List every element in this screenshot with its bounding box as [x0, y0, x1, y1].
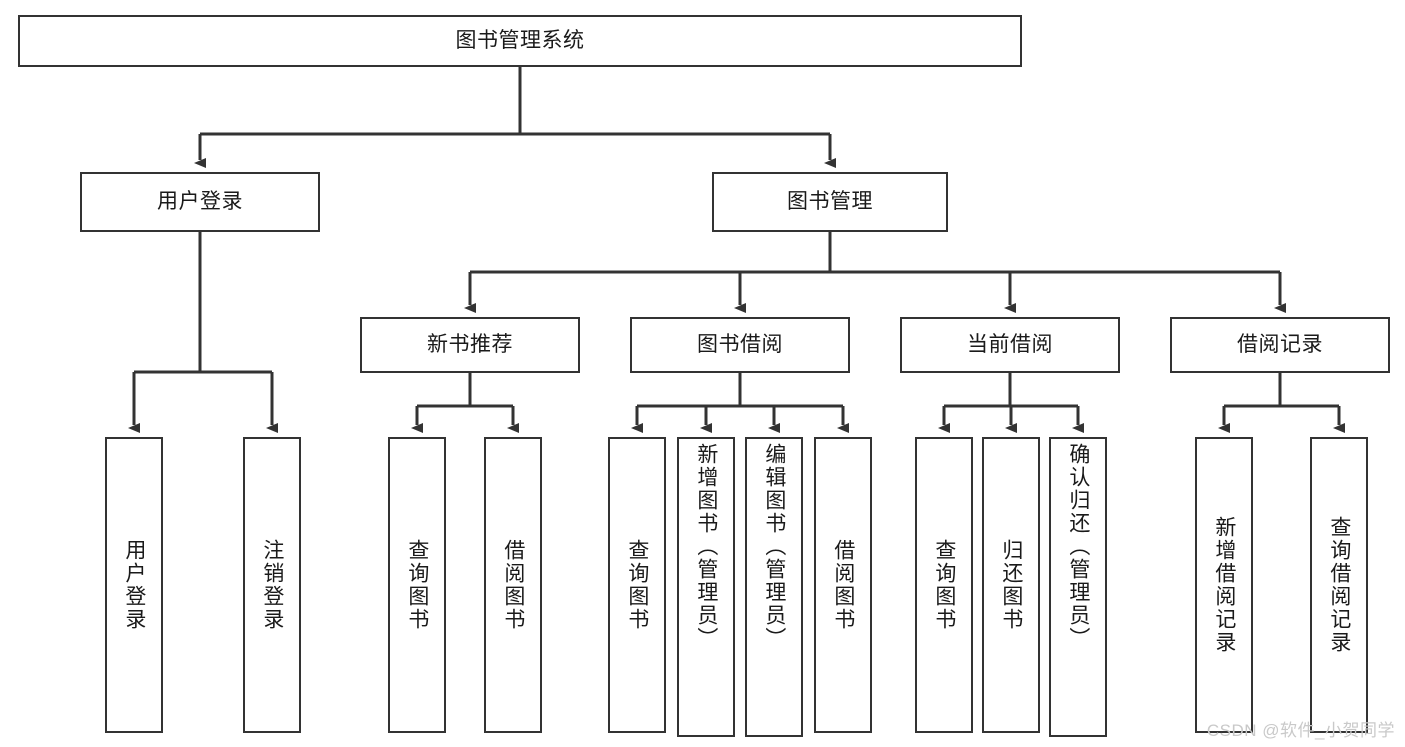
node-new-book-recommend-label: 新书推荐 — [427, 333, 513, 357]
leaf-add-borrow-record[interactable]: 新增借阅记录 — [1195, 437, 1253, 733]
leaf-user-logout-label: 注销登录 — [260, 539, 284, 631]
edge-group-new-book-rec — [411, 373, 519, 433]
leaf-query-book-current[interactable]: 查询图书 — [915, 437, 973, 733]
leaf-confirm-return[interactable]: 确认归还（管理员） — [1049, 437, 1107, 737]
leaf-user-login-label: 用户登录 — [122, 539, 146, 631]
leaf-user-logout[interactable]: 注销登录 — [243, 437, 301, 733]
node-user-login[interactable]: 用户登录 — [80, 172, 320, 232]
node-borrow-record-label: 借阅记录 — [1237, 333, 1323, 357]
node-root[interactable]: 图书管理系统 — [18, 15, 1022, 67]
node-root-label: 图书管理系统 — [455, 29, 585, 53]
leaf-query-book-recommend-label: 查询图书 — [405, 539, 429, 631]
leaf-add-book[interactable]: 新增图书（管理员） — [677, 437, 735, 737]
leaf-query-book-current-label: 查询图书 — [932, 539, 956, 631]
watermark: CSDN @软件_小贺同学 — [1206, 721, 1395, 740]
leaf-add-borrow-record-label: 新增借阅记录 — [1212, 516, 1236, 654]
edge-group-book-manage — [464, 232, 1286, 313]
node-book-manage-label: 图书管理 — [787, 190, 873, 214]
leaf-edit-book[interactable]: 编辑图书（管理员） — [745, 437, 803, 737]
leaf-user-login[interactable]: 用户登录 — [105, 437, 163, 733]
leaf-query-borrow-record[interactable]: 查询借阅记录 — [1310, 437, 1368, 733]
edge-group-borrow-record — [1218, 373, 1345, 433]
leaf-edit-book-label: 编辑图书（管理员） — [762, 443, 786, 650]
edge-group-user-login — [128, 232, 278, 433]
node-book-borrow-label: 图书借阅 — [697, 333, 783, 357]
node-new-book-recommend[interactable]: 新书推荐 — [360, 317, 580, 373]
node-book-borrow[interactable]: 图书借阅 — [630, 317, 850, 373]
edge-group-book-borrow — [631, 373, 849, 433]
leaf-query-book-borrow-label: 查询图书 — [625, 539, 649, 631]
node-borrow-record[interactable]: 借阅记录 — [1170, 317, 1390, 373]
node-current-borrow-label: 当前借阅 — [967, 333, 1053, 357]
edge-group-root — [194, 67, 836, 168]
leaf-borrow-book-recommend-label: 借阅图书 — [501, 539, 525, 631]
leaf-query-book-borrow[interactable]: 查询图书 — [608, 437, 666, 733]
node-current-borrow[interactable]: 当前借阅 — [900, 317, 1120, 373]
leaf-borrow-book-label: 借阅图书 — [831, 539, 855, 631]
leaf-query-borrow-record-label: 查询借阅记录 — [1327, 516, 1351, 654]
leaf-borrow-book[interactable]: 借阅图书 — [814, 437, 872, 733]
leaf-borrow-book-recommend[interactable]: 借阅图书 — [484, 437, 542, 733]
leaf-confirm-return-label: 确认归还（管理员） — [1066, 443, 1090, 650]
leaf-return-book-label: 归还图书 — [999, 539, 1023, 631]
leaf-return-book[interactable]: 归还图书 — [982, 437, 1040, 733]
edge-group-current-borrow — [938, 373, 1084, 433]
node-book-manage[interactable]: 图书管理 — [712, 172, 948, 232]
leaf-add-book-label: 新增图书（管理员） — [694, 443, 718, 650]
node-user-login-label: 用户登录 — [157, 190, 243, 214]
leaf-query-book-recommend[interactable]: 查询图书 — [388, 437, 446, 733]
